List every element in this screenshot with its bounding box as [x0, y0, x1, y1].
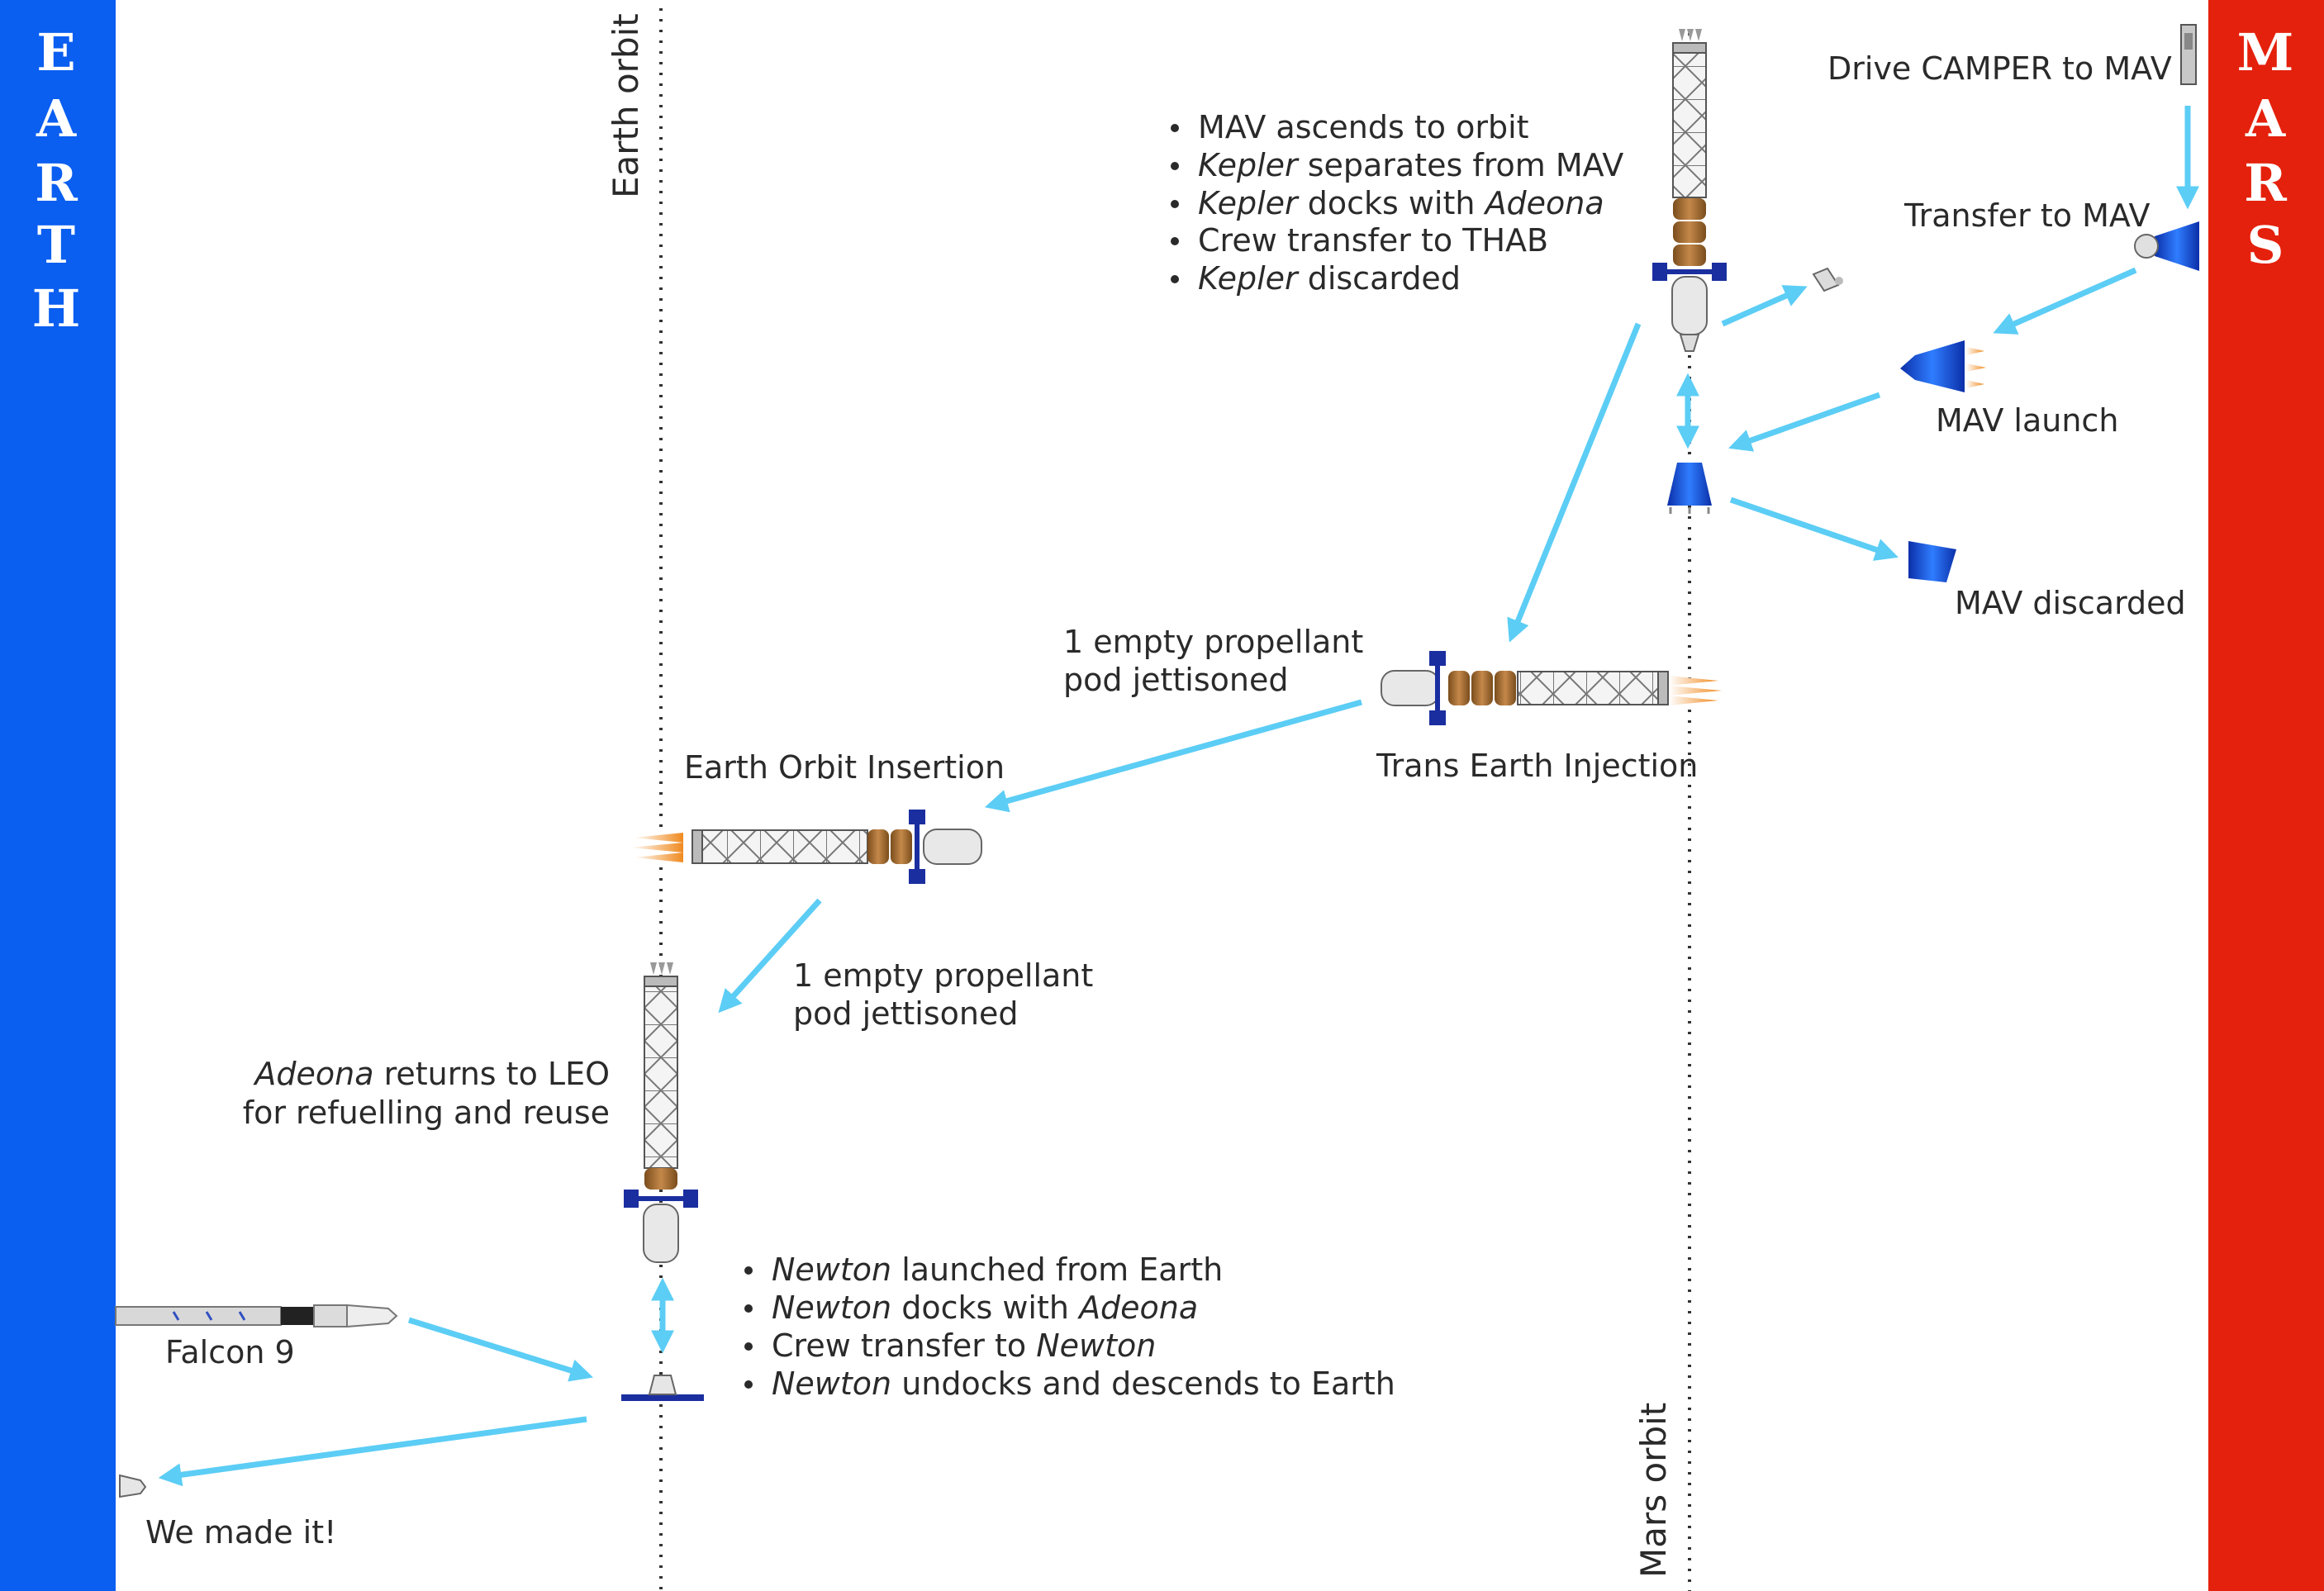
pod-jettisoned-1-line1: 1 empty propellant: [1063, 624, 1363, 660]
falcon9-label: Falcon 9: [165, 1334, 295, 1370]
earth-letter: R: [35, 153, 78, 213]
mav-list-item: Kepler separates from MAV: [1198, 147, 1623, 183]
earth-letter: A: [36, 88, 77, 149]
mav-list-item: Kepler discarded: [1198, 260, 1461, 297]
arrow-newton-to-earth: [158, 1416, 587, 1487]
mav-launch-label: MAV launch: [1936, 402, 2118, 439]
arrow-eoi-to-leo: [718, 898, 822, 1014]
earth-letter: H: [32, 278, 81, 339]
arrow-to-tei: [1507, 322, 1642, 643]
mav-launch-icon: [1900, 340, 1986, 392]
pod-jettisoned-1-line2: pod jettisoned: [1063, 662, 1289, 698]
adeona-stack-mars-icon: [1652, 29, 1727, 352]
arrow-to-mav-discarded: [1729, 496, 1899, 561]
tei-stack-icon: [1381, 651, 1722, 725]
newton-bullet-list: Newton launched from Earth Newton docks …: [744, 1251, 1395, 1402]
flow-arrows: [158, 106, 2199, 1487]
adeona-returns-line2: for refuelling and reuse: [243, 1095, 610, 1131]
earth-letters: E A R T H: [32, 22, 81, 339]
mars-bar: [2208, 0, 2324, 1591]
arrow-falcon-to-newton: [407, 1317, 594, 1382]
we-made-it-label: We made it!: [145, 1514, 336, 1551]
mav-list-item: Crew transfer to THAB: [1198, 222, 1548, 259]
mav-orbit-icon: [1667, 463, 1712, 514]
returned-capsule-icon: [119, 1474, 147, 1498]
mav-bullet-list: MAV ascends to orbit Kepler separates fr…: [1171, 109, 1623, 297]
eoi-stack-icon: [630, 810, 982, 884]
mav-list-item: MAV ascends to orbit: [1198, 109, 1529, 145]
newton-capsule-icon: [621, 1375, 704, 1401]
mars-letter: M: [2237, 22, 2294, 83]
newton-list-item: Newton undocks and descends to Earth: [772, 1365, 1395, 1402]
earth-bar: [0, 0, 116, 1591]
newton-list-item: Newton launched from Earth: [772, 1251, 1223, 1288]
mav-discarded-icon: [1908, 541, 1956, 582]
earth-letter: E: [36, 22, 75, 83]
eoi-label: Earth Orbit Insertion: [684, 749, 1005, 786]
mars-letter: R: [2244, 153, 2287, 213]
arrow-kepler-discarded: [1721, 285, 1808, 327]
mars-orbit-label: Mars orbit: [1633, 1403, 1674, 1578]
adeona-leo-icon: [624, 962, 698, 1263]
newton-list-item: Crew transfer to Newton: [772, 1327, 1156, 1364]
tei-label: Trans Earth Injection: [1376, 748, 1698, 784]
adeona-returns-line1: Adeona returns to LEO: [252, 1056, 610, 1092]
mars-letters: M A R S: [2237, 22, 2294, 275]
pod-jettisoned-2-line1: 1 empty propellant: [793, 957, 1093, 994]
transfer-to-mav-label: Transfer to MAV: [1903, 197, 2150, 234]
mav-discarded-label: MAV discarded: [1955, 585, 2186, 621]
mav-list-item: Kepler docks with Adeona: [1198, 185, 1604, 221]
arrow-tei-to-eoi: [984, 699, 1362, 813]
newton-list-item: Newton docks with Adeona: [772, 1289, 1198, 1326]
mars-letter: A: [2245, 88, 2286, 149]
earth-letter: T: [37, 215, 75, 275]
earth-orbit-label: Earth orbit: [606, 13, 646, 198]
pod-jettisoned-2-line2: pod jettisoned: [793, 995, 1019, 1032]
drive-camper-label: Drive CAMPER to MAV: [1827, 50, 2172, 87]
mav-capsule-icon: [2134, 221, 2199, 271]
mars-letter: S: [2247, 215, 2284, 275]
arrow-launch-to-orbit: [1728, 392, 1881, 452]
kepler-discarded-icon: [1812, 267, 1843, 292]
arrow-transfer-to-launch: [1993, 267, 2137, 335]
falcon9-rocket-icon: [115, 1304, 398, 1328]
camper-rover-icon: [2180, 24, 2197, 85]
